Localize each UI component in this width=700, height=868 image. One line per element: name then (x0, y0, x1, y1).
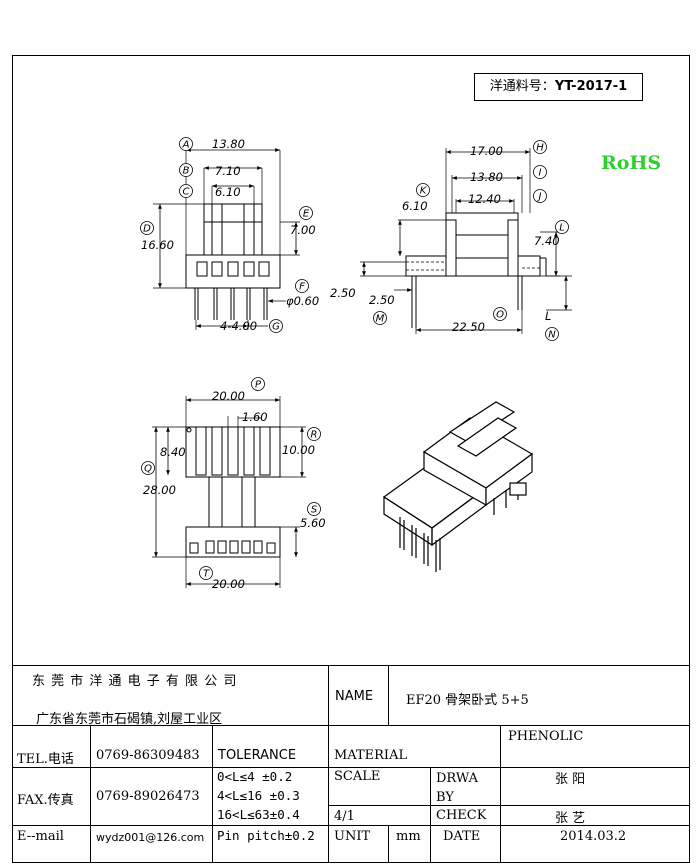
callout-k: K (420, 186, 428, 197)
tolerance-row-4: Pin pitch±0.2 (217, 828, 315, 843)
dim-q: 1.60 (242, 410, 268, 424)
date-value: 2014.03.2 (560, 829, 627, 844)
material-label: MATERIAL (334, 748, 408, 763)
callout-e: E (303, 209, 310, 220)
dim-s-total: 28.00 (143, 483, 176, 497)
dim-c: 6.10 (215, 185, 241, 199)
callout-t: T (203, 569, 210, 580)
tolerance-label: TOLERANCE (218, 748, 297, 763)
email-label: E--mail (17, 829, 64, 844)
front-view (153, 148, 300, 330)
material-value: PHENOLIC (508, 729, 584, 744)
callout-g: G (272, 322, 280, 333)
dim-m1: 2.50 (330, 286, 356, 300)
dim-n: L (545, 309, 551, 323)
dim-h: 17.00 (470, 144, 503, 158)
dim-o: 22.50 (452, 320, 485, 334)
company-name: 东 莞 市 洋 通 电 子 有 限 公 司 (32, 674, 238, 689)
callout-q: Q (144, 464, 152, 475)
callout-n: N (548, 330, 556, 341)
date-label: DATE (443, 829, 481, 844)
tolerance-row-2: 4<L≤16 ±0.3 (217, 788, 300, 803)
callout-c: C (183, 187, 190, 198)
dim-t: 20.00 (212, 577, 245, 591)
callout-h: H (536, 143, 544, 154)
rohs-mark: RoHS (601, 152, 662, 174)
dim-f: φ0.60 (286, 294, 319, 308)
dim-e: 7.00 (290, 223, 316, 237)
part-number-label: 洋通料号： (489, 79, 555, 94)
callout-a: A (182, 140, 190, 151)
callout-s: S (311, 505, 318, 516)
tel-value: 0769-86309483 (96, 748, 200, 763)
callout-l: L (559, 223, 565, 234)
dim-r: 10.00 (282, 443, 315, 457)
drawn-by-value: 张 阳 (555, 772, 586, 787)
dim-p: 20.00 (212, 389, 245, 403)
callout-f: F (299, 282, 305, 293)
callout-i: I (539, 168, 542, 179)
company-address: 广东省东莞市石碣镇,刘屋工业区 (36, 712, 223, 727)
drawing-frame (12, 55, 690, 863)
dim-i: 13.80 (470, 170, 503, 184)
tolerance-row-3: 16<L≤63±0.4 (217, 807, 300, 822)
check-label: CHECK (436, 808, 487, 823)
callout-b: B (183, 166, 190, 177)
scale-label: SCALE (334, 769, 381, 784)
isometric-view (382, 401, 534, 572)
dim-m2: 2.50 (369, 293, 395, 307)
part-number-value: YT-2017-1 (554, 79, 628, 94)
dim-g: 4-4.00 (220, 319, 257, 333)
unit-value: mm (396, 829, 421, 844)
callout-d: D (143, 224, 151, 235)
dim-j: 12.40 (468, 192, 501, 206)
tel-label: TEL.电话 (17, 752, 74, 767)
fax-value: 0769-89026473 (96, 789, 200, 804)
tolerance-row-1: 0<L≤4 ±0.2 (217, 769, 293, 784)
callout-o: O (496, 310, 504, 321)
dim-q2: 8.40 (160, 445, 186, 459)
callout-j: J (537, 192, 542, 203)
fax-label: FAX.传真 (17, 793, 74, 808)
dim-k: 6.10 (402, 199, 428, 213)
top-view (152, 396, 306, 588)
unit-label: UNIT (334, 829, 371, 844)
dim-a: 13.80 (212, 137, 245, 151)
dim-b: 7.10 (215, 164, 241, 178)
part-number-box: 洋通料号：YT-2017-1 (474, 73, 643, 101)
dim-s: 5.60 (300, 516, 326, 530)
check-value: 张 艺 (555, 811, 586, 826)
name-value: EF20 骨架卧式 5+5 (406, 693, 529, 708)
side-view (360, 148, 572, 334)
email-value: wydz001@126.com (96, 831, 205, 844)
callout-p: P (255, 380, 262, 391)
callout-r: R (311, 430, 318, 441)
name-label: NAME (335, 689, 374, 704)
scale-value: 4/1 (334, 809, 355, 824)
dim-l: 7.40 (534, 234, 560, 248)
callout-m: M (376, 314, 385, 325)
dim-d: 16.60 (141, 238, 174, 252)
drawn-by-label: DRWA BY (436, 771, 479, 805)
